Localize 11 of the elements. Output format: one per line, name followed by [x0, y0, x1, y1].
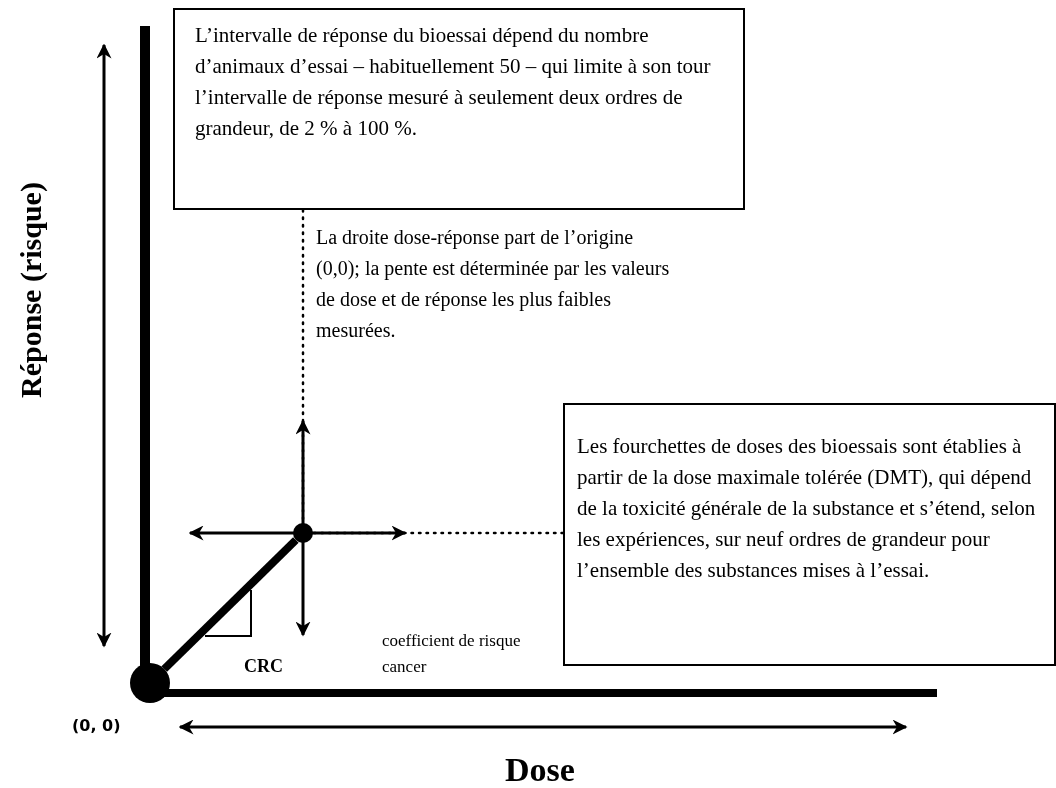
- text-box: Les fourchettes de doses des bioessais sont établies à partir de la dose maximale tolérée (DMT), qui dépend de la toxicité générale de la substance et s’étend, selon les expériences, sur neuf ordres de grandeur pour l’ensemble des substances mises à l’essai.: [563, 403, 1056, 666]
- origin-label: (0, 0): [72, 715, 121, 737]
- annotation-text: La droite dose-réponse part de l’origine (0,0); la pente est déterminée par les valeurs de dose et de réponse les plus faibles mesurées.: [316, 225, 671, 343]
- point-dot: [293, 523, 313, 543]
- dose-response-line: [161, 537, 299, 672]
- slope-label: CRC: [244, 655, 283, 678]
- annotation-text: coefficient de risque cancer: [382, 630, 522, 678]
- origin-dot: [130, 663, 170, 703]
- axis-title: Réponse (risque): [14, 182, 46, 398]
- text-box: L’intervalle de réponse du bioessai dépend du nombre d’animaux d’essai – habituellement 50 – qui limite à son tour l’intervalle de réponse mesuré à seulement deux ordres de grandeur, de 2 % à 100 %.: [173, 8, 745, 210]
- axis-title: Dose: [505, 750, 575, 788]
